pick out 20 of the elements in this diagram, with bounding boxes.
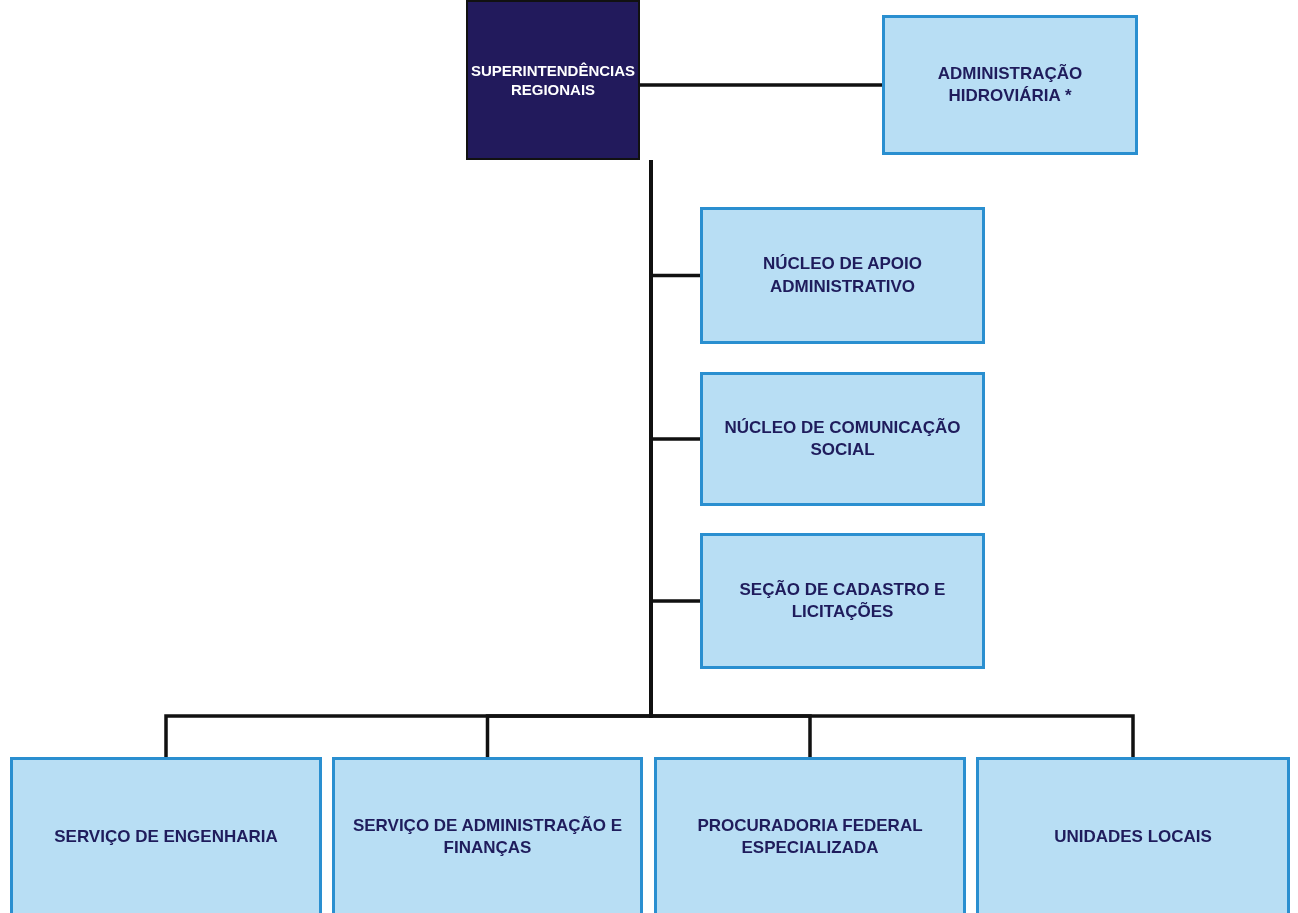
unit-box xyxy=(10,757,322,913)
unit-name: UNIDADES LOCAIS xyxy=(1053,825,1213,848)
connector-line xyxy=(649,160,1135,757)
connector-line xyxy=(640,83,882,87)
unit-box xyxy=(700,533,985,669)
unit-box xyxy=(700,207,985,344)
unit-name: SERVIÇO DE ADMINISTRAÇÃO E FINANÇAS xyxy=(351,814,624,859)
unit-name: NÚCLEO DE APOIO ADMINISTRATIVO xyxy=(762,253,923,298)
head-box xyxy=(466,0,640,160)
unit-name: SUPERINTENDÊNCIAS REGIONAIS xyxy=(469,60,637,100)
unit-box xyxy=(882,15,1138,155)
unit-box xyxy=(976,757,1290,913)
unit-name: ADMINISTRAÇÃO HIDROVIÁRIA * xyxy=(936,62,1084,107)
unit-name: NÚCLEO DE COMUNICAÇÃO SOCIAL xyxy=(723,416,962,461)
unit-name: PROCURADORIA FEDERAL ESPECIALIZADA xyxy=(696,814,924,859)
unit-name: SEÇÃO DE CADASTRO E LICITAÇÕES xyxy=(738,578,947,623)
unit-box xyxy=(700,372,985,506)
unit-box xyxy=(332,757,643,913)
unit-box xyxy=(654,757,966,913)
unit-name: SERVIÇO DE ENGENHARIA xyxy=(53,825,279,848)
